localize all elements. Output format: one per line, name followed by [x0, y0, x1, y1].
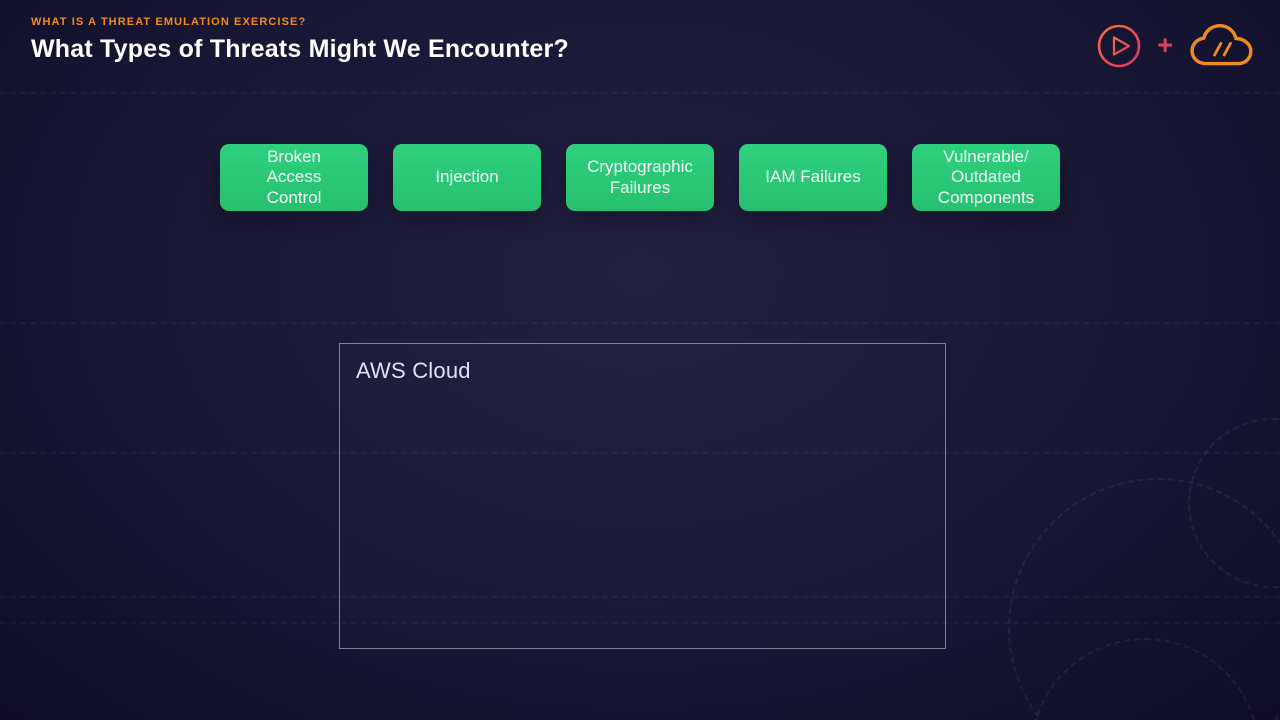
dashed-line — [0, 452, 1280, 454]
header: WHAT IS A THREAT EMULATION EXERCISE? Wha… — [31, 16, 569, 64]
threat-card-label: Vulnerable/ Outdated Components — [937, 147, 1035, 207]
threat-card-label: Broken Access Control — [266, 147, 322, 207]
plus-icon: + — [1157, 29, 1173, 60]
aws-cloud-box-label: AWS Cloud — [356, 358, 471, 383]
dashed-line — [0, 622, 1280, 624]
threat-card-cryptographic-failures: Cryptographic Failures — [566, 144, 714, 211]
aws-cloud-logo-icon — [1188, 23, 1256, 70]
threat-card-injection: Injection — [393, 144, 541, 211]
dashed-line — [0, 596, 1280, 598]
threat-card-row: Broken Access Control Injection Cryptogr… — [0, 144, 1280, 211]
play-circle-icon — [1096, 23, 1142, 69]
threat-card-label: IAM Failures — [765, 167, 861, 187]
threat-card-label: Injection — [435, 167, 499, 187]
dashed-line — [0, 92, 1280, 94]
threat-card-label: Cryptographic Failures — [587, 157, 693, 197]
dashed-line — [0, 322, 1280, 324]
threat-card-vulnerable-outdated-components: Vulnerable/ Outdated Components — [912, 144, 1060, 211]
threat-card-broken-access-control: Broken Access Control — [220, 144, 368, 211]
brand-logos: + — [1096, 20, 1256, 72]
page-title: What Types of Threats Might We Encounter… — [31, 35, 569, 63]
threat-card-iam-failures: IAM Failures — [739, 144, 887, 211]
eyebrow-text: WHAT IS A THREAT EMULATION EXERCISE? — [31, 16, 307, 28]
aws-cloud-box: AWS Cloud — [339, 343, 946, 649]
